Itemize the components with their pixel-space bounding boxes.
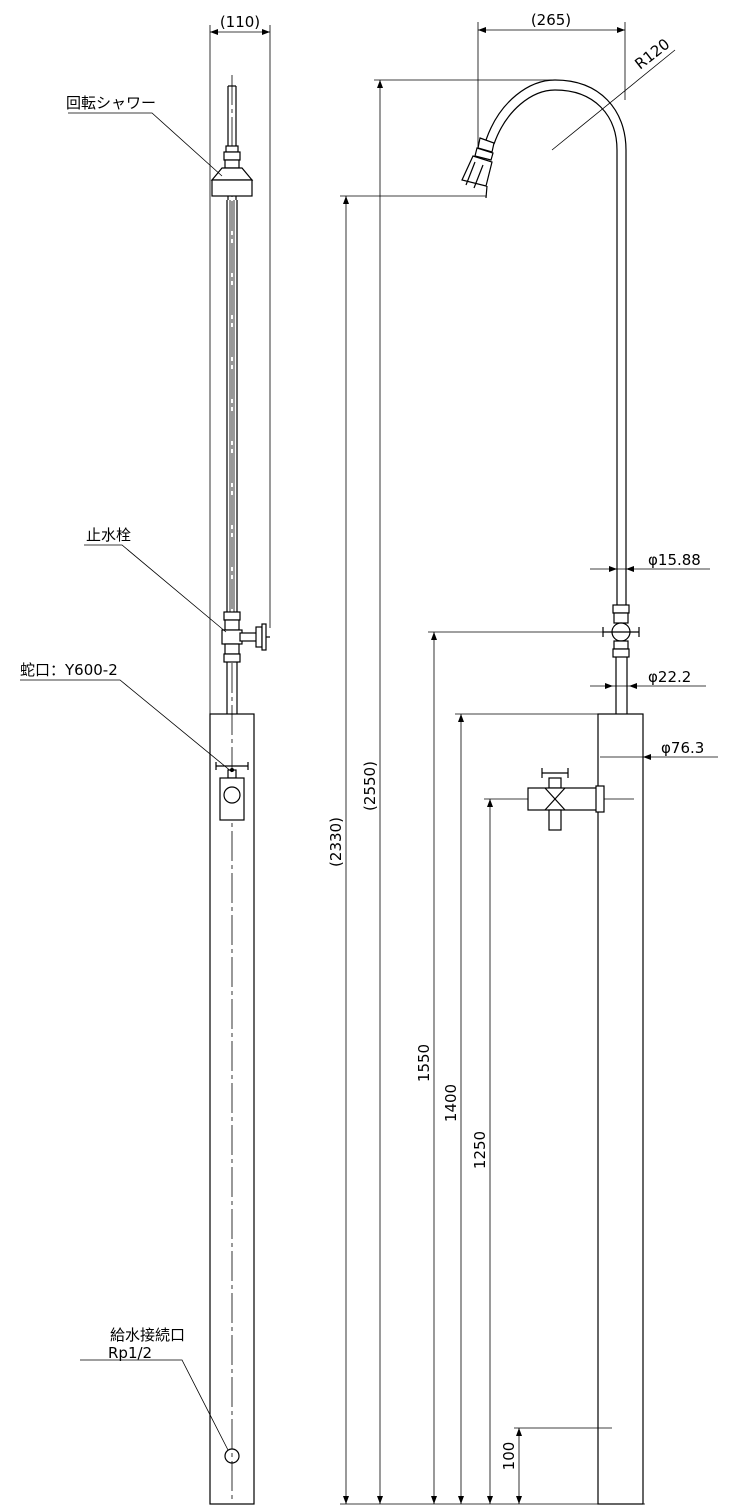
front-view: (110) [20, 13, 271, 1505]
post-side [597, 713, 644, 1505]
label-faucet: 蛇口：Y600-2 [20, 661, 118, 679]
dim-dia-76-3: φ76.3 [661, 739, 704, 757]
label-supply-port-spec: Rp1/2 [108, 1344, 152, 1362]
dim-2330: (2330) [327, 817, 345, 867]
stop-valve-front [221, 611, 270, 663]
shower-head-front [210, 145, 254, 200]
post-front [209, 713, 255, 1505]
dim-1250: 1250 [471, 1131, 489, 1169]
dim-100: 100 [500, 1442, 518, 1471]
dim-110: (110) [220, 13, 260, 31]
faucet-front [215, 762, 249, 821]
label-supply-port: 給水接続口 [110, 1326, 185, 1344]
supply-port-circle [224, 1448, 240, 1464]
label-shower-head: 回転シャワー [66, 94, 156, 112]
dim-r120: R120 [631, 35, 673, 73]
faucet-side [527, 768, 634, 831]
dim-2550: (2550) [361, 761, 379, 811]
side-view: (265) R120 φ15.88 [327, 11, 718, 1505]
dim-dia-22-2: φ22.2 [648, 668, 691, 686]
dim-dia-15-88: φ15.88 [648, 551, 701, 569]
label-stop-valve: 止水栓 [86, 526, 131, 544]
shower-head-side [461, 137, 495, 199]
stop-valve-side [602, 604, 640, 658]
dim-265: (265) [531, 11, 571, 29]
dim-1550: 1550 [415, 1044, 433, 1082]
dim-1400: 1400 [442, 1084, 460, 1122]
